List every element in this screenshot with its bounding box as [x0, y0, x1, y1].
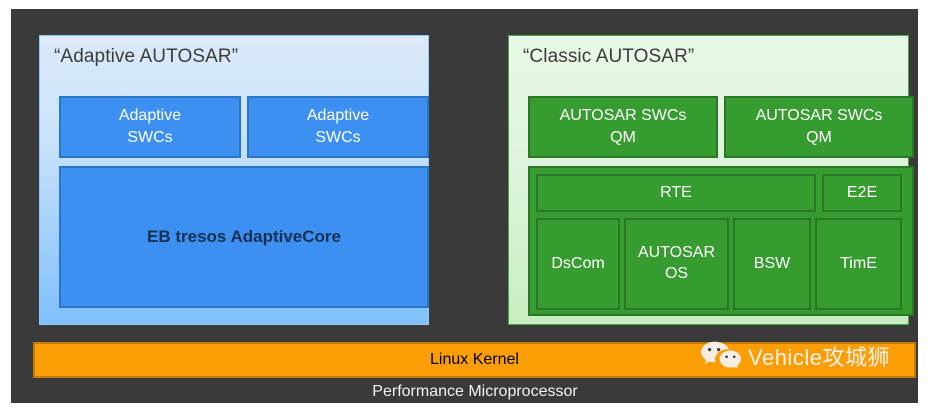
classic-autosar-title: “Classic AUTOSAR”: [523, 46, 695, 67]
performance-microprocessor-label: Performance Microprocessor: [372, 383, 578, 400]
dscom-box: DsCom: [536, 218, 620, 310]
adaptive-autosar-title: “Adaptive AUTOSAR”: [54, 46, 239, 67]
eb-tresos-adaptivecore-box: EB tresos AdaptiveCore: [59, 166, 429, 308]
rte-box: RTE: [536, 174, 816, 212]
time-box: TimE: [815, 218, 902, 310]
bsw-box: BSW: [733, 218, 811, 310]
linux-kernel-bar: Linux Kernel: [33, 342, 916, 378]
e2e-box: E2E: [822, 174, 902, 212]
